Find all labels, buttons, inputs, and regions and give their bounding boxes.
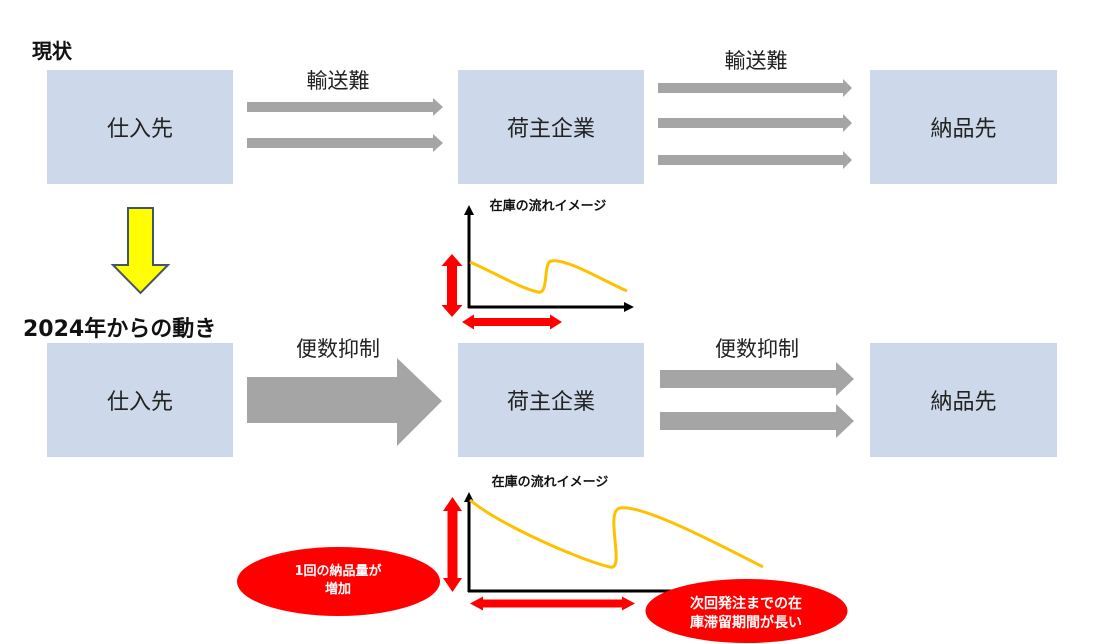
- current-inventory-curve: [469, 259, 628, 294]
- current-shipper-label: 荷主企業: [506, 117, 595, 142]
- current-outbound-arrow-1: [658, 79, 852, 97]
- current-inbound-arrow-1: [247, 98, 443, 116]
- future-outbound-arrow-2: [660, 404, 854, 438]
- quantity-callout-text: 1回の納品量が 増加: [294, 563, 381, 598]
- future-destination-label: 納品先: [930, 390, 997, 415]
- duration-callout-line-2: 庫滞留期間が長い: [690, 614, 802, 631]
- current-inbound-label: 輸送難: [306, 69, 370, 93]
- future-heading: 2024年からの動き: [23, 317, 217, 342]
- current-chart-y-axis-arrowhead: [464, 205, 474, 215]
- future-shipper-box: 荷主企業: [458, 343, 644, 457]
- current-quantity-double-arrow: [441, 254, 463, 317]
- current-inbound-arrow-2: [247, 134, 443, 152]
- current-supplier-box: 仕入先: [47, 70, 233, 184]
- current-chart-x-axis-arrowhead: [624, 302, 634, 312]
- future-shipper-label: 荷主企業: [506, 390, 595, 415]
- current-chart-title: 在庫の流れイメージ: [489, 199, 607, 214]
- current-supplier-label: 仕入先: [106, 117, 173, 142]
- duration-callout-line-1: 次回発注までの在: [690, 596, 802, 612]
- future-chart-title: 在庫の流れイメージ: [491, 475, 609, 490]
- future-outbound-label: 便数抑制: [715, 337, 799, 361]
- down-arrow-icon: [110, 207, 171, 295]
- future-supplier-box: 仕入先: [47, 343, 233, 457]
- current-destination-label: 納品先: [930, 117, 997, 142]
- future-inbound-label: 便数抑制: [296, 337, 380, 361]
- quantity-callout-line-1: 1回の納品量が: [294, 564, 382, 579]
- future-supplier-label: 仕入先: [106, 390, 173, 415]
- duration-callout-text: 次回発注までの在 庫滞留期間が長い: [690, 595, 802, 633]
- current-shipper-box: 荷主企業: [458, 70, 644, 184]
- current-inventory-chart: [441, 205, 634, 330]
- future-outbound-arrow-1: [660, 362, 854, 396]
- future-interval-double-arrow: [470, 596, 635, 611]
- future-quantity-double-arrow: [443, 497, 462, 592]
- future-destination-box: 納品先: [870, 343, 1057, 457]
- quantity-callout-line-2: 増加: [324, 581, 352, 597]
- current-outbound-arrow-3: [658, 151, 852, 169]
- current-interval-double-arrow: [462, 314, 562, 330]
- quantity-callout-oval: [237, 547, 440, 616]
- current-heading: 現状: [32, 39, 72, 63]
- current-destination-box: 納品先: [870, 70, 1057, 184]
- current-outbound-label: 輸送難: [724, 49, 788, 73]
- current-outbound-arrow-2: [658, 114, 852, 132]
- duration-callout-oval: [645, 579, 848, 643]
- future-inventory-curve: [469, 498, 764, 569]
- future-inbound-arrow: [247, 358, 442, 446]
